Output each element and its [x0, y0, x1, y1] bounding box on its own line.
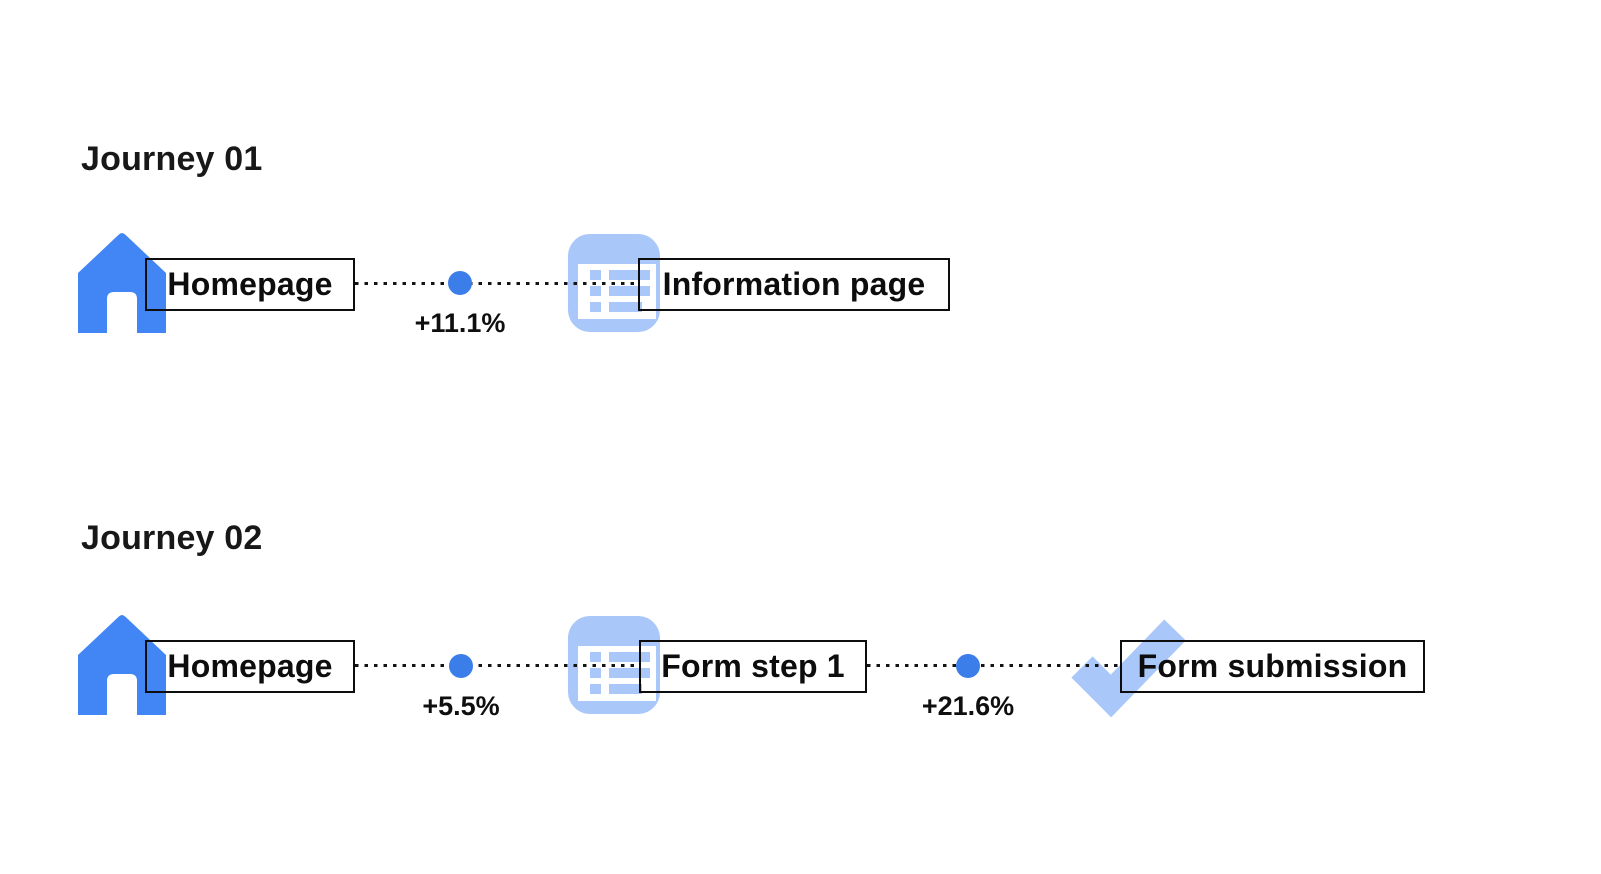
journey-01-title: Journey 01 — [81, 140, 263, 178]
list-bullet-icon — [590, 270, 601, 280]
home-icon-shape — [78, 615, 166, 715]
percent-change-label: +21.6% — [921, 691, 1015, 721]
list-line-icon — [609, 652, 650, 662]
percent-change-label: +5.5% — [422, 691, 500, 721]
document-list-icon-page — [578, 264, 656, 319]
connector-line — [867, 664, 1120, 667]
node-label-form-step-1: Form step 1 — [639, 640, 867, 693]
list-bullet-icon — [590, 684, 601, 694]
node-label-form-submission: Form submission — [1120, 640, 1425, 693]
list-bullet-icon — [590, 652, 601, 662]
percent-change-label: +11.1% — [414, 308, 506, 338]
list-line-icon — [609, 684, 642, 694]
list-bullet-icon — [590, 286, 601, 296]
home-icon-shape — [78, 233, 166, 333]
checkmark-icon-shape — [1071, 619, 1186, 718]
checkmark-icon — [1071, 611, 1186, 718]
journey-02-title: Journey 02 — [81, 519, 263, 557]
list-line-icon — [609, 286, 650, 296]
node-label-homepage: Homepage — [145, 258, 355, 311]
node-label-homepage: Homepage — [145, 640, 355, 693]
list-line-icon — [609, 668, 650, 678]
list-bullet-icon — [590, 668, 601, 678]
step-change-dot — [448, 271, 472, 295]
step-change-dot — [956, 654, 980, 678]
node-label-information-page: Information page — [638, 258, 950, 311]
list-line-icon — [609, 270, 650, 280]
list-line-icon — [609, 302, 642, 312]
home-icon — [78, 232, 166, 333]
connector-line — [355, 282, 638, 285]
home-icon — [78, 614, 166, 715]
document-list-icon-page — [578, 646, 656, 701]
step-change-dot — [449, 654, 473, 678]
connector-line — [355, 664, 639, 667]
list-bullet-icon — [590, 302, 601, 312]
